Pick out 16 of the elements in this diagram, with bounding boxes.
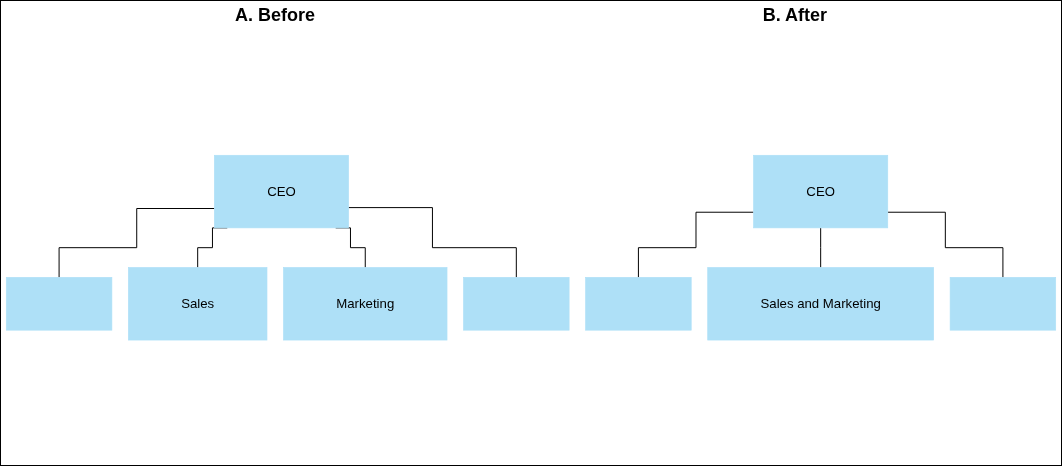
connector: [348, 206, 517, 278]
node-box: [585, 276, 692, 331]
node-box: [5, 276, 113, 331]
node-box: [949, 276, 1057, 331]
node-box: [463, 276, 570, 331]
connector: [887, 211, 1004, 278]
node-box: CEO: [214, 154, 349, 229]
node-box: CEO: [753, 154, 889, 229]
connector: [637, 211, 755, 278]
node-box: Sales and Marketing: [707, 266, 934, 341]
section-heading: A. Before: [234, 5, 315, 26]
node-box: Marketing: [283, 266, 448, 341]
connector: [58, 207, 215, 278]
node-box: Sales: [128, 266, 268, 341]
connector: [820, 227, 822, 268]
section-heading: B. After: [762, 5, 828, 26]
